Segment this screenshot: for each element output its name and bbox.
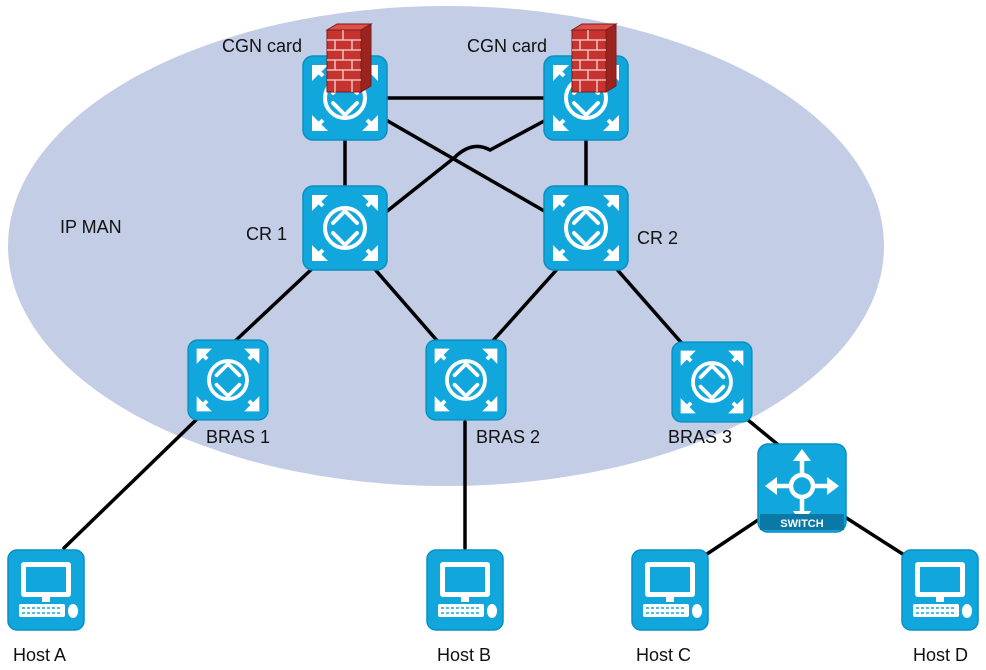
router-icon (301, 184, 389, 272)
bras-1[interactable] (186, 338, 270, 422)
core-router-2[interactable] (542, 184, 630, 272)
link-cgn2-cr1 (384, 118, 548, 214)
computer-icon (426, 549, 504, 631)
router-icon (424, 338, 508, 422)
router-icon (186, 338, 270, 422)
switch-device[interactable]: SWITCH (757, 443, 847, 533)
bras-2[interactable] (424, 338, 508, 422)
host-c[interactable] (631, 549, 709, 631)
router-icon (670, 340, 754, 424)
switch-arrows-icon (765, 449, 839, 523)
host-c-label: Host C (636, 645, 691, 665)
bras-3[interactable] (670, 340, 754, 424)
core-router-1[interactable] (301, 184, 389, 272)
host-a[interactable] (7, 549, 85, 631)
link-cr1-bras2 (370, 264, 442, 346)
link-cr2-bras2 (488, 264, 562, 346)
host-d-label: Host D (913, 645, 968, 665)
host-b[interactable] (426, 549, 504, 631)
switch-icon (757, 443, 847, 533)
bras1-label: BRAS 1 (206, 427, 270, 447)
cr2-label: CR 2 (637, 228, 678, 248)
switch-badge-bg (760, 514, 844, 530)
computer-icon (901, 549, 979, 631)
cgn-card-label-1: CGN card (222, 36, 302, 56)
host-d[interactable] (901, 549, 979, 631)
cgn-card-label-2: CGN card (467, 36, 547, 56)
computer-icon (631, 549, 709, 631)
link-switch-hostd (832, 508, 914, 562)
router-icon (542, 184, 630, 272)
host-a-label: Host A (13, 645, 66, 665)
link-cgn1-cr2 (384, 118, 548, 214)
link-bras1-hosta (62, 418, 198, 550)
link-cr1-bras1 (230, 264, 317, 346)
bras2-label: BRAS 2 (476, 427, 540, 447)
bras3-label: BRAS 3 (668, 427, 732, 447)
ip-man-label: IP MAN (60, 217, 122, 237)
host-b-label: Host B (437, 645, 491, 665)
firewall-icon (326, 23, 372, 93)
firewall-icon (571, 23, 617, 93)
link-cr2-bras3 (612, 264, 688, 350)
computer-icon (7, 549, 85, 631)
switch-badge: SWITCH (780, 518, 823, 530)
cr1-label: CR 1 (246, 224, 287, 244)
